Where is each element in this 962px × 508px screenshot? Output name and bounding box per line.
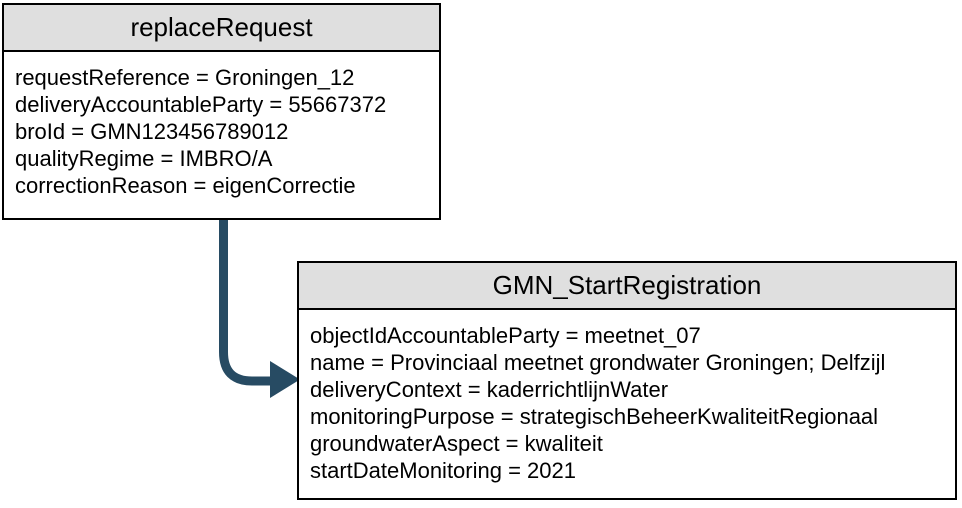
gmn-start-registration-box-title: GMN_StartRegistration (299, 263, 955, 310)
attribute-row-groundwaterAspect: groundwaterAspect = kwaliteit (310, 431, 603, 456)
attribute-row-broId: broId = GMN123456789012 (15, 119, 289, 144)
replace-request-box: replaceRequest requestReference = Gronin… (2, 3, 441, 220)
attribute-row-qualityRegime: qualityRegime = IMBRO/A (15, 146, 273, 171)
connector-arrowhead-icon (270, 361, 300, 398)
attribute-row-deliveryContext: deliveryContext = kaderrichtlijnWater (310, 377, 669, 402)
attribute-row-startDateMonitoring: startDateMonitoring = 2021 (310, 458, 576, 483)
replace-request-box-title: replaceRequest (4, 5, 439, 52)
attribute-row-objectIdAccountableParty: objectIdAccountableParty = meetnet_07 (310, 323, 701, 348)
attribute-row-correctionReason: correctionReason = eigenCorrectie (15, 173, 356, 198)
attribute-row-monitoringPurpose: monitoringPurpose = strategischBeheerKwa… (310, 404, 879, 429)
replace-request-attribute-list: requestReference = Groningen_12 delivery… (4, 52, 439, 199)
attribute-row-deliveryAccountableParty: deliveryAccountableParty = 55667372 (15, 92, 387, 117)
gmn-start-registration-box: GMN_StartRegistration objectIdAccountabl… (297, 261, 957, 500)
gmn-start-registration-attribute-list: objectIdAccountableParty = meetnet_07 na… (299, 310, 955, 484)
connector-arrow-line (219, 219, 273, 386)
attribute-row-name: name = Provinciaal meetnet grondwater Gr… (310, 350, 886, 375)
attribute-row-requestReference: requestReference = Groningen_12 (15, 65, 355, 90)
